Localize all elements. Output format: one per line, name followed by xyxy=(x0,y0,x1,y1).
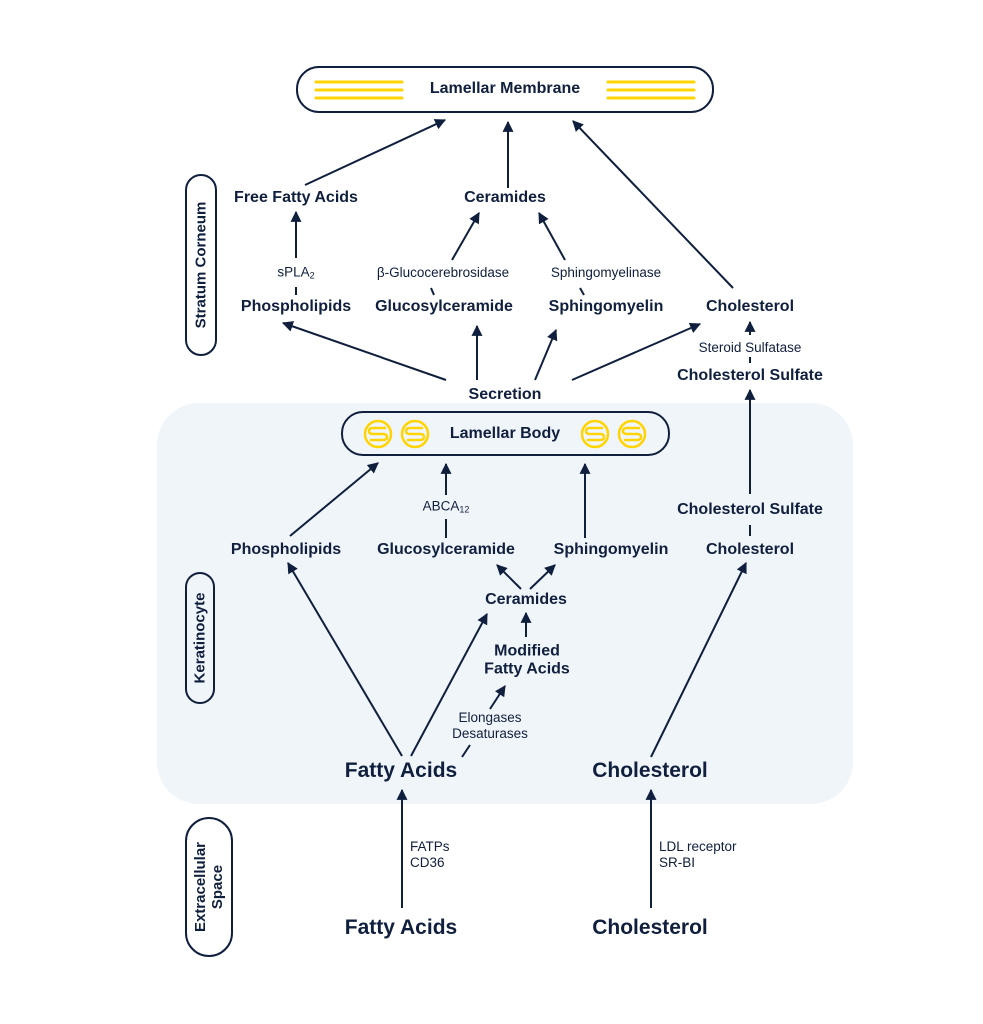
arrow-cholesterol-to-membrane xyxy=(572,120,734,289)
membrane-lines-right-icon xyxy=(606,80,696,100)
lamellar-granule-icon xyxy=(363,419,393,449)
tick-sphingomyelin xyxy=(579,287,585,296)
region-label-extracellular-space: Extracellular Space xyxy=(192,842,227,932)
ec-fatty-acids: Fatty Acids xyxy=(344,915,458,939)
enzyme-spla2-sub: 2 xyxy=(309,270,315,281)
enzyme-desaturases: Desaturases xyxy=(452,726,528,741)
arrow-fattyacids-to-phospholipids xyxy=(287,562,403,757)
enzyme-spla2-text: sPLA xyxy=(277,264,310,280)
arrow-secretion-to-sphingomyelin xyxy=(534,328,558,381)
transporter-sr-bi: SR-BI xyxy=(659,855,696,870)
k-cholesterol-main: Cholesterol xyxy=(592,758,708,782)
arrow-k-ceramides-to-glucosylceramide xyxy=(496,564,522,590)
arrow-secretion-to-cholesterol xyxy=(571,322,702,381)
arrow-k-phospholipids-to-body xyxy=(289,462,379,537)
enzyme-sphingomyelinase: Sphingomyelinase xyxy=(550,264,662,280)
transporter-fatps: FATPs xyxy=(410,838,450,854)
enzyme-steroid-sulfatase: Steroid Sulfatase xyxy=(698,339,802,355)
arrow-k-ceramides-to-sphingomyelin xyxy=(529,564,556,590)
arrow-fattyacids-to-ceramides xyxy=(410,613,488,757)
lamellar-granule-icon xyxy=(617,419,647,449)
k-phospholipids: Phospholipids xyxy=(230,540,342,558)
arrow-cholesterol-to-k-cholesterol xyxy=(650,562,747,758)
sc-sphingomyelin: Sphingomyelin xyxy=(548,297,664,315)
k-ceramides: Ceramides xyxy=(485,590,567,608)
lamellar-granule-icon xyxy=(400,419,430,449)
sc-cholesterol: Cholesterol xyxy=(705,297,795,315)
transporter-abca12-text: ABCA xyxy=(422,498,460,514)
transporter-abca12: ABCA12 xyxy=(423,499,470,516)
transporter-cholesterol: LDL receptor SR-BI xyxy=(659,839,737,871)
enzyme-elongases-desaturases: Elongases Desaturases xyxy=(452,710,528,742)
k-glucosylceramide: Glucosylceramide xyxy=(377,540,515,558)
transporter-ldl-receptor: LDL receptor xyxy=(659,838,737,854)
transporter-abca12-sub: 12 xyxy=(459,504,470,515)
k-fatty-acids: Fatty Acids xyxy=(344,758,458,782)
sc-phospholipids: Phospholipids xyxy=(240,297,352,315)
enzyme-spla2: sPLA2 xyxy=(277,265,314,282)
ec-cholesterol: Cholesterol xyxy=(592,915,708,939)
k-cholesterol: Cholesterol xyxy=(705,540,795,558)
extracellular-pill xyxy=(185,817,233,957)
lamellar-body-box xyxy=(341,411,670,456)
sc-cholesterol-sulfate: Cholesterol Sulfate xyxy=(677,366,823,384)
enzyme-elongases: Elongases xyxy=(458,709,522,725)
k-modified-fatty-acids-line: Modified xyxy=(494,642,560,660)
region-label-line: Space xyxy=(209,864,226,910)
lamellar-body-label: Lamellar Body xyxy=(449,425,561,442)
arrow-sphingomyelin-to-ceramides xyxy=(538,212,566,261)
tick-glucosylceramide xyxy=(430,287,435,296)
k-modified-fatty-acids-line: Fatty Acids xyxy=(484,661,570,678)
region-label-line: Extracellular xyxy=(191,841,209,933)
sc-ceramides: Ceramides xyxy=(464,188,546,206)
arrow-glucosylceramide-to-ceramides xyxy=(451,212,480,261)
arrow-ffa-to-membrane xyxy=(304,119,446,186)
lamellar-granule-icon xyxy=(580,419,610,449)
membrane-lines-left-icon xyxy=(314,80,404,100)
lamellar-membrane-box xyxy=(296,66,714,113)
sc-free-fatty-acids: Free Fatty Acids xyxy=(234,188,358,206)
k-modified-fatty-acids: Modified Fatty Acids xyxy=(484,643,570,680)
region-label-stratum-corneum: Stratum Corneum xyxy=(192,201,210,329)
stratum-corneum-pill xyxy=(185,174,217,356)
arrow-secretion-to-phospholipids xyxy=(281,321,447,381)
tick-desaturases xyxy=(461,744,471,758)
k-sphingomyelin: Sphingomyelin xyxy=(553,540,669,558)
arrow-enzymes-to-modified xyxy=(489,685,506,710)
k-cholesterol-sulfate: Cholesterol Sulfate xyxy=(677,500,823,518)
enzyme-glucocerebrosidase: β-Glucocerebrosidase xyxy=(376,264,510,280)
sc-glucosylceramide: Glucosylceramide xyxy=(375,297,513,315)
keratinocyte-pill xyxy=(185,572,215,704)
transporter-fatty-acids: FATPs CD36 xyxy=(410,839,450,871)
region-label-keratinocyte: Keratinocyte xyxy=(191,592,209,684)
lamellar-membrane-label: Lamellar Membrane xyxy=(429,80,581,97)
transporter-cd36: CD36 xyxy=(410,855,445,870)
secretion-label: Secretion xyxy=(468,385,542,403)
